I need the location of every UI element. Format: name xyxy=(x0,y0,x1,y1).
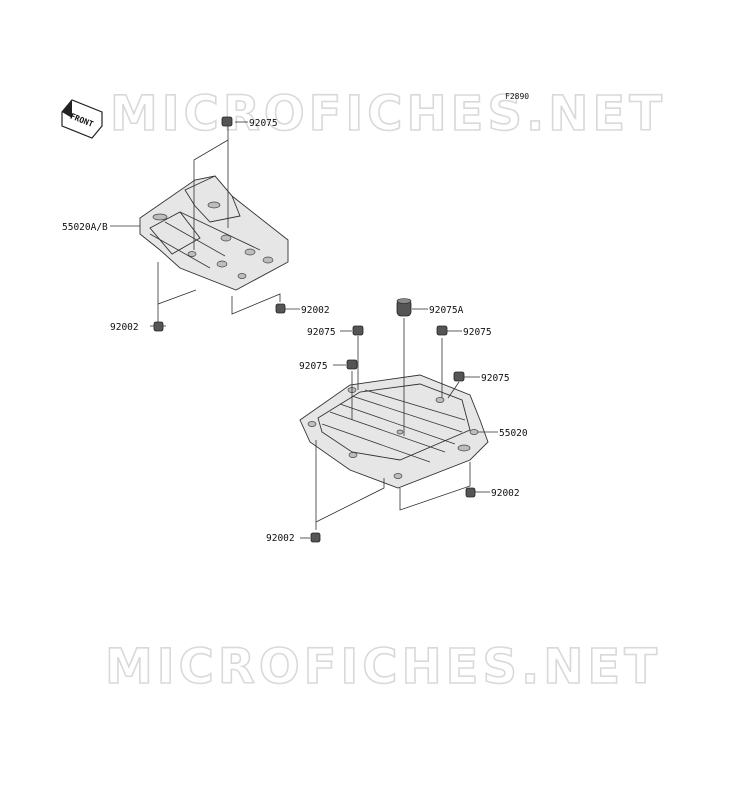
far-right-bolt-icon xyxy=(453,371,465,382)
label-collar: 92075A xyxy=(429,305,464,316)
label-lower-right-bolt: 92002 xyxy=(491,488,520,499)
lower-right-bolt-icon xyxy=(465,487,476,498)
upper-left-bolt-icon xyxy=(153,321,164,332)
upper-skid-plate xyxy=(139,175,289,291)
label-mid-left-bolt: 92075 xyxy=(307,327,336,338)
upper-right-bolt-icon xyxy=(275,303,286,314)
label-lower-guard: 55020 xyxy=(499,428,528,439)
label-upper-top-bolt: 92075 xyxy=(249,118,278,129)
label-far-right-bolt: 92075 xyxy=(481,373,510,384)
lower-skid-plate xyxy=(299,374,489,489)
label-bottom-left-bolt: 92002 xyxy=(266,533,295,544)
mid-left-bolt-icon xyxy=(352,325,364,336)
upper-top-bolt-icon xyxy=(221,116,233,127)
label-mid-right-bolt: 92075 xyxy=(463,327,492,338)
watermark-top: MICROFICHES.NET xyxy=(110,86,666,142)
diagram-code: F2890 xyxy=(505,92,529,101)
lower-left-bolt-icon xyxy=(346,359,358,370)
label-upper-guard: 55020A/B xyxy=(62,222,108,233)
mid-right-bolt-icon xyxy=(436,325,448,336)
label-upper-right-bolt: 92002 xyxy=(301,305,330,316)
front-arrow-icon: FRONT xyxy=(61,99,103,139)
label-upper-left-bolt: 92002 xyxy=(110,322,139,333)
collar-icon xyxy=(396,298,412,317)
bottom-left-bolt-icon xyxy=(310,532,321,543)
watermark-bottom: MICROFICHES.NET xyxy=(105,639,661,695)
label-lower-left-bolt: 92075 xyxy=(299,361,328,372)
